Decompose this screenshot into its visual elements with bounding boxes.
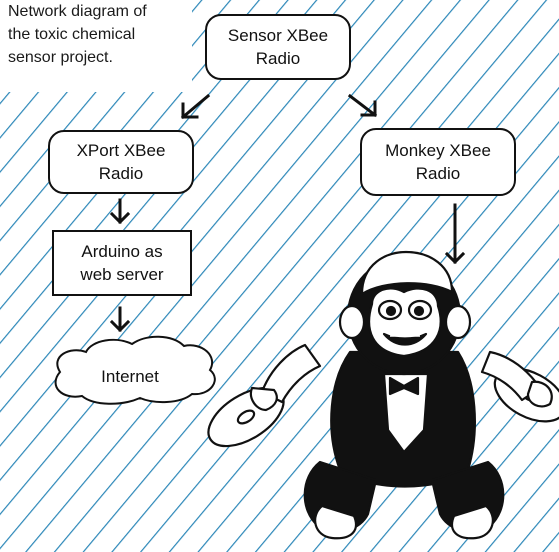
figure-caption: Network diagram of the toxic chemical se… xyxy=(0,0,192,92)
cymbal-monkey-illustration xyxy=(207,250,559,540)
node-internet-label: Internet xyxy=(101,367,159,386)
node-sensor-xbee-radio: Sensor XBee Radio xyxy=(205,14,351,80)
cloud-icon xyxy=(54,335,216,405)
node-monkey-xbee-radio: Monkey XBee Radio xyxy=(360,128,516,196)
node-label: Arduino as xyxy=(81,242,163,261)
node-label: Sensor XBee xyxy=(227,26,329,45)
caption-line: sensor project. xyxy=(8,49,113,66)
node-label: XPort XBee xyxy=(76,141,166,160)
arrow-down-icon xyxy=(109,306,131,333)
node-xport-xbee-radio: XPort XBee Radio xyxy=(48,130,194,194)
caption-line: the toxic chemical xyxy=(8,26,136,43)
caption-line: Network diagram of xyxy=(8,3,147,20)
arrow-down-icon xyxy=(109,198,131,225)
node-label: Radio xyxy=(255,49,301,68)
arrow-down-left-icon xyxy=(180,93,211,120)
node-label: Radio xyxy=(415,164,461,183)
arrow-down-icon xyxy=(444,203,466,265)
node-label: web server xyxy=(80,265,164,284)
node-arduino-web-server: Arduino as web server xyxy=(52,230,192,296)
node-label: Radio xyxy=(98,164,144,183)
node-label: Monkey XBee xyxy=(385,141,491,160)
arrow-down-right-icon xyxy=(347,93,378,118)
